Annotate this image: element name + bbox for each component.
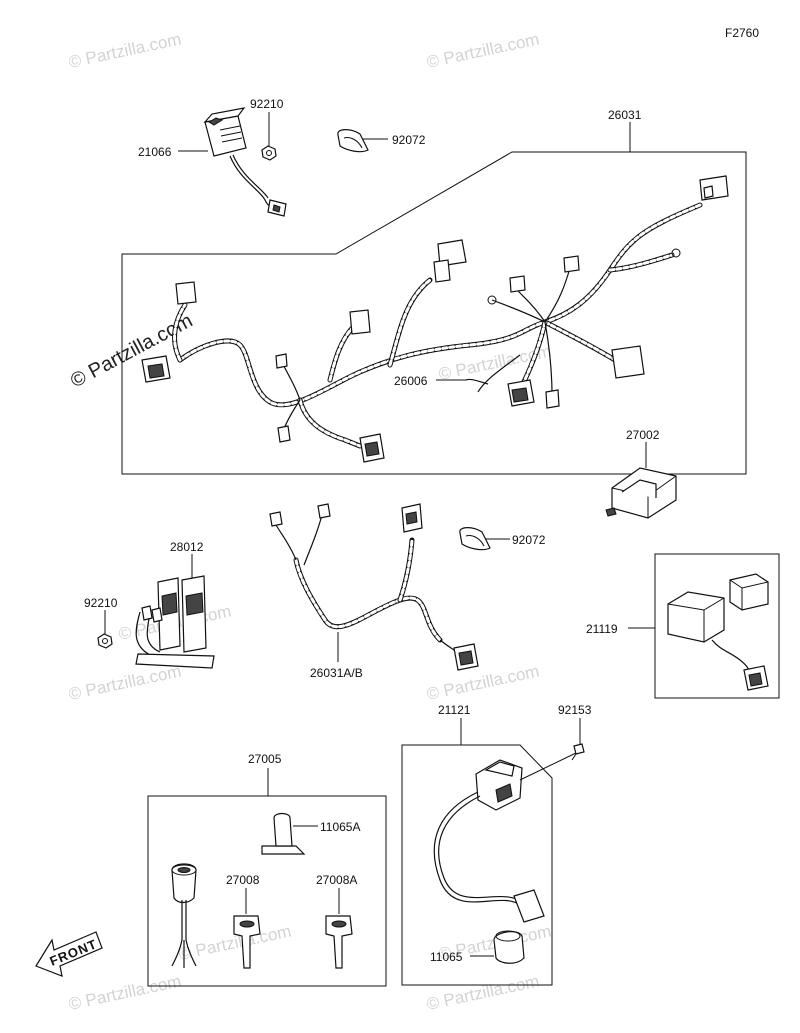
watermark: © Partzilla.com	[67, 30, 183, 72]
part-28012-unit	[135, 554, 215, 669]
label-27002: 27002	[626, 428, 660, 442]
figure-code: F2760	[725, 26, 759, 40]
label-26006: 26006	[394, 374, 428, 388]
watermark: © Partzilla.com	[67, 662, 183, 704]
label-11065a: 11065A	[320, 820, 360, 834]
label-21119: 21119	[586, 622, 618, 636]
label-28012: 28012	[170, 540, 204, 554]
part-92210-nut-mid	[97, 610, 113, 649]
label-21066: 21066	[138, 145, 172, 159]
label-92072-top: 92072	[392, 133, 426, 147]
label-27008a: 27008A	[316, 873, 357, 887]
part-92072-band-mid	[459, 527, 510, 551]
part-26031-main-harness	[121, 122, 747, 475]
label-27005: 27005	[248, 752, 282, 766]
watermark: © Partzilla.com	[425, 30, 541, 72]
part-27005-ignition-switch	[147, 768, 387, 987]
watermark: © Partzilla.com	[67, 972, 183, 1014]
label-92210-top: 92210	[250, 97, 284, 111]
label-11065: 11065	[430, 950, 463, 964]
part-92072-band-top	[337, 129, 388, 153]
watermark: © Partzilla.com	[425, 662, 541, 704]
label-92072-mid: 92072	[512, 533, 546, 547]
part-26031ab-harness	[269, 503, 479, 671]
front-arrow: FRONT	[35, 931, 103, 977]
label-21121: 21121	[438, 703, 471, 717]
watermarks: © Partzilla.com © Partzilla.com © Partzi…	[67, 30, 553, 1014]
part-21119-module	[628, 553, 780, 699]
part-26006-wire	[436, 378, 489, 385]
part-92153-screw	[571, 718, 585, 761]
part-21066-regulator	[178, 107, 287, 217]
part-21121-ignition-coil	[401, 718, 579, 986]
label-26031ab: 26031A/B	[310, 666, 363, 680]
label-27008: 27008	[226, 873, 260, 887]
part-27002-relay	[605, 442, 677, 519]
watermark: © Partzilla.com	[425, 972, 541, 1014]
label-92210-mid: 92210	[84, 596, 118, 610]
part-92210-nut-top	[261, 112, 277, 161]
label-26031: 26031	[608, 108, 642, 122]
label-92153: 92153	[558, 703, 592, 717]
